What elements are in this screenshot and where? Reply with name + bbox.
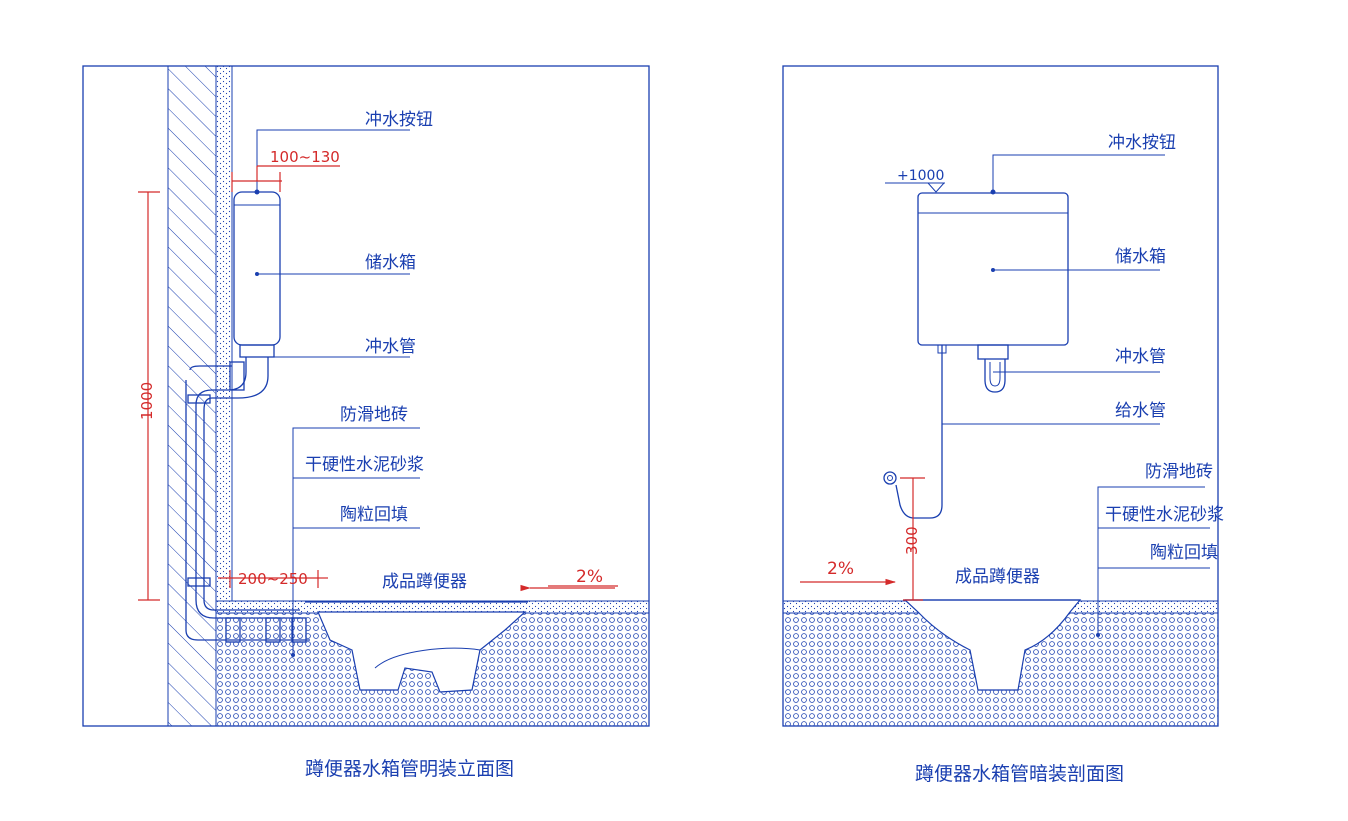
right-dim-slope: 2% bbox=[827, 559, 854, 579]
left-flush-pipe bbox=[195, 357, 300, 619]
right-label-flush-pipe: 冲水管 bbox=[1115, 347, 1166, 367]
right-section-diagram: 冲水按钮 储水箱 冲水管 给水管 防滑地砖 干硬性水泥砂浆 陶粒回填 成品蹲便器… bbox=[782, 65, 1224, 785]
right-flush-pipe bbox=[984, 359, 1006, 393]
right-supply-pipe bbox=[895, 345, 943, 519]
left-label-water-tank: 储水箱 bbox=[365, 253, 416, 273]
right-label-anti-slip-tile: 防滑地砖 bbox=[1145, 462, 1213, 482]
right-dimensions bbox=[800, 477, 925, 601]
left-dim-slope: 2% bbox=[576, 567, 603, 587]
right-label-flush-button: 冲水按钮 bbox=[1108, 133, 1176, 153]
right-dim-elevation: +1000 bbox=[897, 168, 944, 184]
left-water-tank bbox=[233, 191, 281, 346]
left-elevation-diagram: 冲水按钮 储水箱 冲水管 防滑地砖 干硬性水泥砂浆 陶粒回填 成品蹲便器 100… bbox=[82, 65, 650, 780]
left-label-ceramsite-fill: 陶粒回填 bbox=[340, 505, 408, 525]
left-label-flush-button: 冲水按钮 bbox=[365, 110, 433, 130]
right-label-dry-mortar: 干硬性水泥砂浆 bbox=[1105, 505, 1224, 525]
right-label-ceramsite-fill: 陶粒回填 bbox=[1150, 543, 1218, 563]
right-caption: 蹲便器水箱管暗装剖面图 bbox=[915, 763, 1124, 785]
left-label-dry-mortar: 干硬性水泥砂浆 bbox=[305, 455, 424, 475]
left-dim-height: 1000 bbox=[138, 382, 156, 420]
left-dim-toilet-offset: 200~250 bbox=[238, 570, 308, 588]
right-label-water-tank: 储水箱 bbox=[1115, 247, 1166, 267]
left-squat-toilet-shape bbox=[317, 611, 527, 693]
left-dim-button-offset: 100~130 bbox=[270, 148, 340, 166]
right-label-squat-toilet: 成品蹲便器 bbox=[955, 567, 1040, 587]
left-wall-hatch bbox=[167, 65, 217, 727]
left-dimensions bbox=[138, 165, 618, 601]
right-elevation-marker bbox=[885, 182, 945, 193]
left-label-anti-slip-tile: 防滑地砖 bbox=[340, 405, 408, 425]
right-label-supply-pipe: 给水管 bbox=[1115, 401, 1166, 421]
left-wall-plaster bbox=[215, 65, 233, 602]
left-label-flush-pipe: 冲水管 bbox=[365, 337, 416, 357]
left-floor-mortar bbox=[215, 600, 650, 614]
left-caption: 蹲便器水箱管明装立面图 bbox=[305, 758, 514, 780]
left-label-squat-toilet: 成品蹲便器 bbox=[382, 572, 467, 592]
right-dim-supply-height: 300 bbox=[903, 526, 921, 555]
right-leaders bbox=[942, 154, 1210, 637]
right-squat-toilet-shape bbox=[903, 599, 1082, 691]
